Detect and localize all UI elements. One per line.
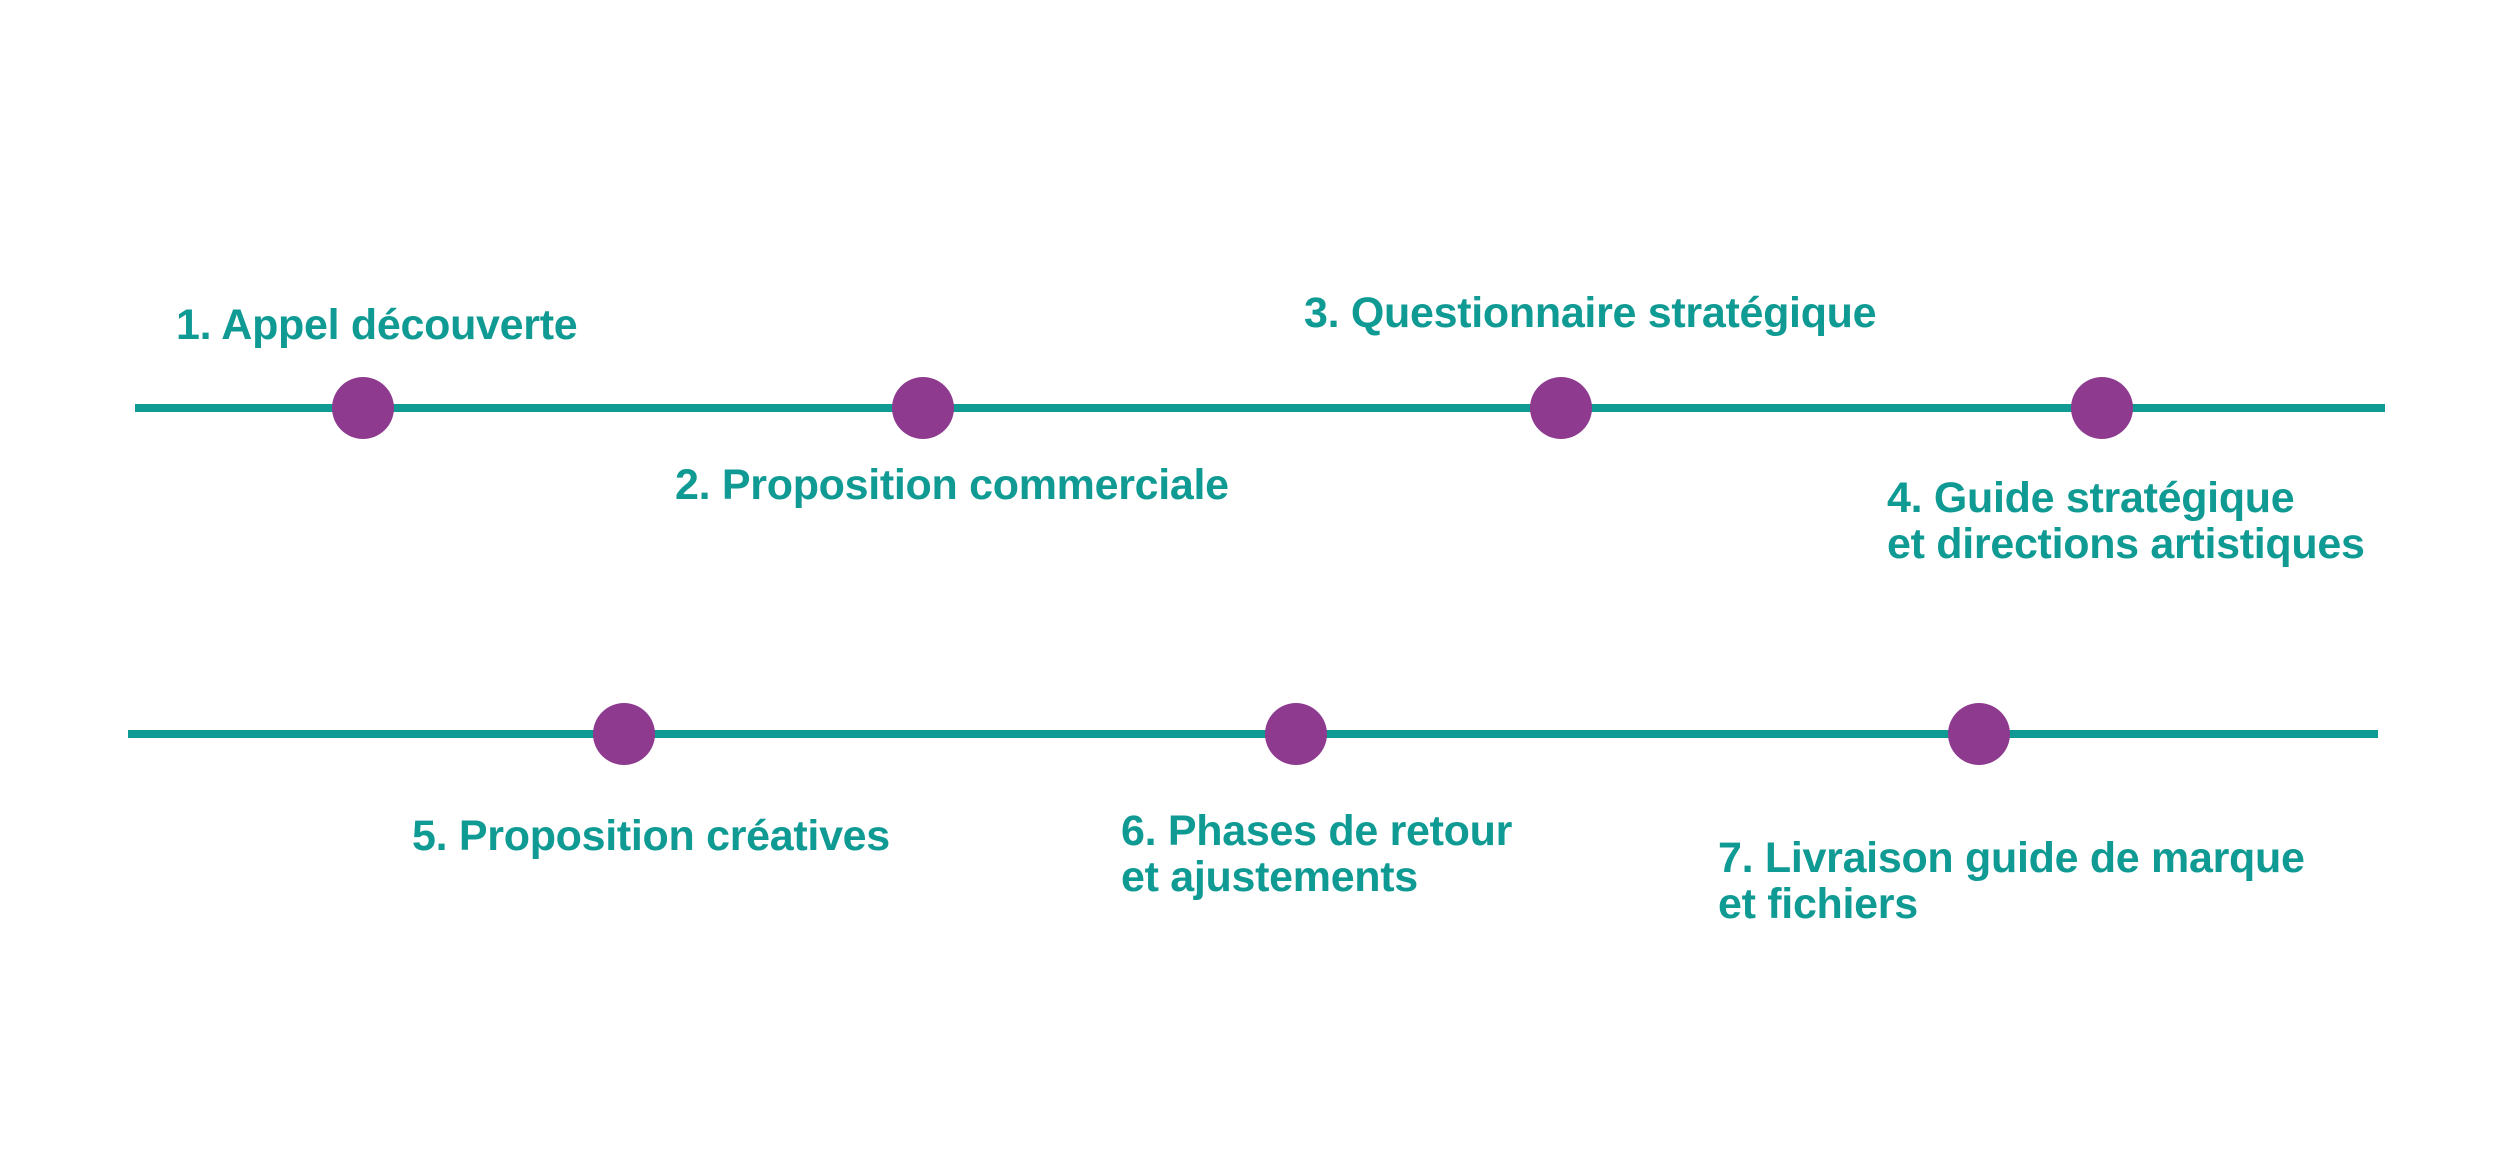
step-6-marker xyxy=(1265,703,1327,765)
timeline-line-bottom xyxy=(128,730,2378,738)
step-7-marker xyxy=(1948,703,2010,765)
step-4-label-line-1: 4. Guide stratégique xyxy=(1887,474,2295,522)
step-3-label-line-1: 3. Questionnaire stratégique xyxy=(1304,289,1877,337)
timeline-line-top xyxy=(135,404,2385,412)
step-4-marker xyxy=(2071,377,2133,439)
step-6-label-line-1: 6. Phases de retour xyxy=(1121,807,1513,855)
step-5-label: 5. Proposition créatives xyxy=(412,813,890,859)
step-7-label: 7. Livraison guide de marque et fichiers xyxy=(1718,835,2305,927)
step-3-marker xyxy=(1530,377,1592,439)
step-4-label: 4. Guide stratégique et directions artis… xyxy=(1887,475,2365,567)
step-1-label-line-1: 1. Appel découverte xyxy=(176,301,578,349)
step-2-label-line-1: 2. Proposition commerciale xyxy=(675,461,1229,509)
step-4-label-line-2: et directions artistiques xyxy=(1887,520,2365,568)
step-5-label-line-1: 5. Proposition créatives xyxy=(412,812,890,860)
step-1-label: 1. Appel découverte xyxy=(176,301,578,349)
step-5-marker xyxy=(593,703,655,765)
step-6-label: 6. Phases de retour et ajustements xyxy=(1121,808,1512,900)
step-3-label: 3. Questionnaire stratégique xyxy=(1304,289,1877,337)
step-6-label-line-2: et ajustements xyxy=(1121,853,1418,901)
step-2-label: 2. Proposition commerciale xyxy=(675,462,1229,508)
step-7-label-line-1: 7. Livraison guide de marque xyxy=(1718,834,2305,882)
step-1-marker xyxy=(332,377,394,439)
step-7-label-line-2: et fichiers xyxy=(1718,880,1918,928)
step-2-marker xyxy=(892,377,954,439)
